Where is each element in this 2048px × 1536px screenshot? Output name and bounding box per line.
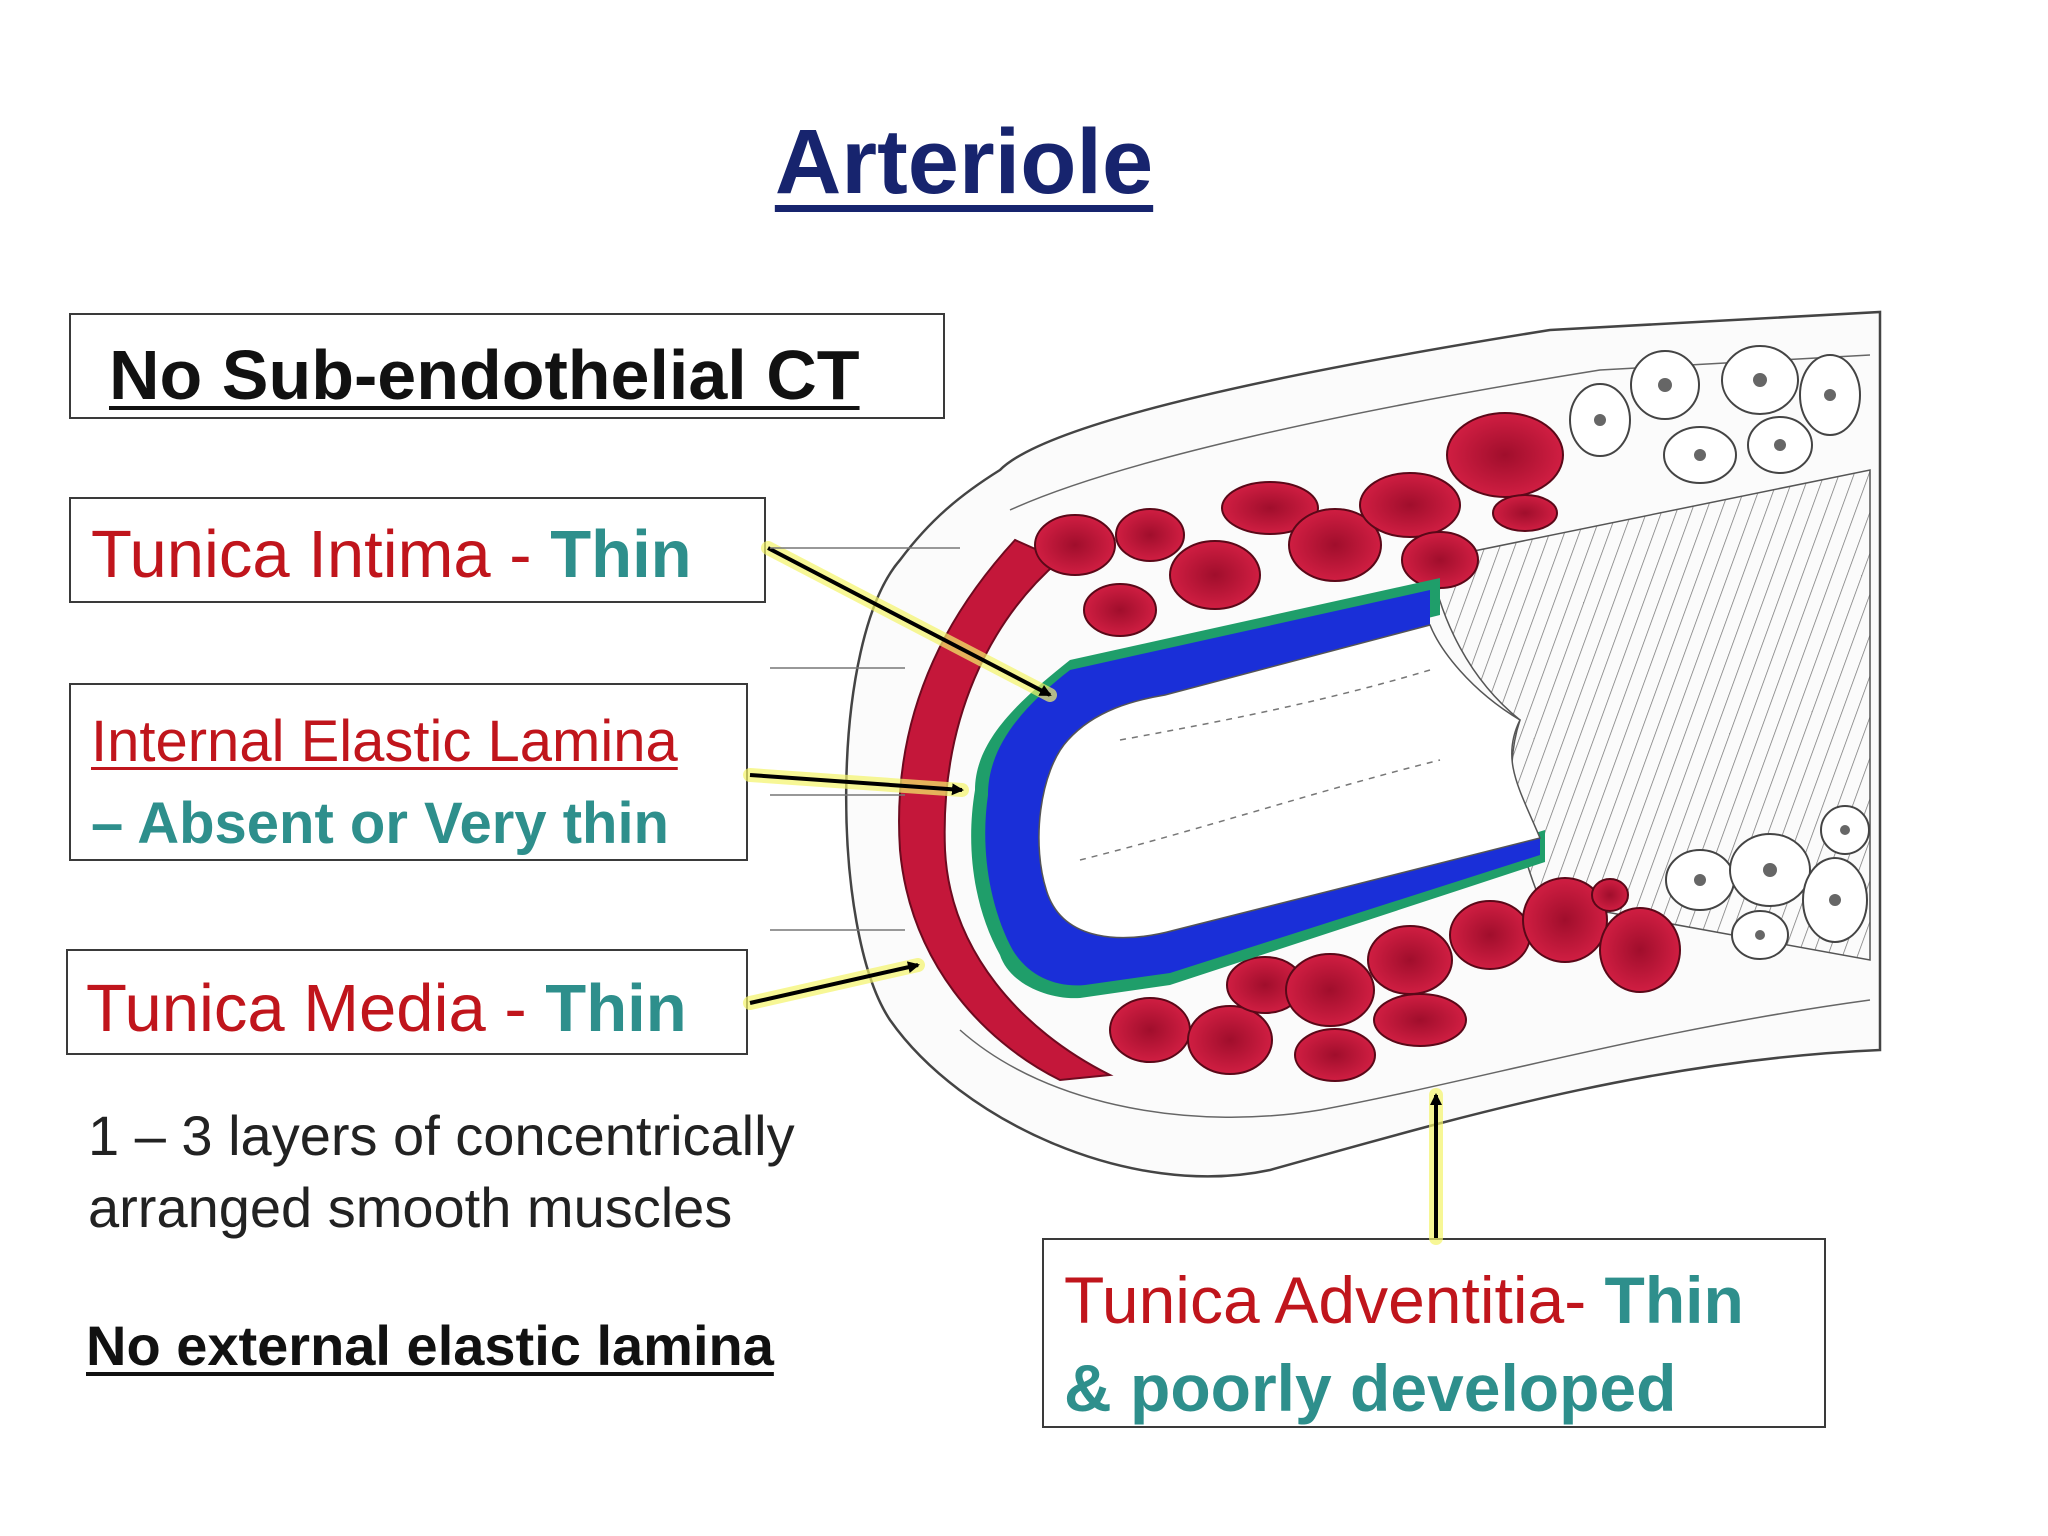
tunica-intima-quality: Thin — [550, 517, 692, 592]
muscle-cell — [1285, 953, 1375, 1027]
media-layers-note-line2: arranged smooth muscles — [88, 1176, 733, 1239]
muscle-cell — [1449, 900, 1531, 970]
muscle-cell — [1367, 925, 1453, 995]
muscle-cell — [1169, 540, 1261, 610]
page-title: Arteriole — [774, 111, 1154, 213]
tunica-adventitia-quality2: & poorly developed — [1064, 1351, 1677, 1425]
media-smooth-muscle-crescent — [898, 538, 1114, 1082]
media-layers-note: 1 – 3 layers of concentrically arranged … — [88, 1100, 795, 1244]
adventitia-inner-line — [1009, 354, 1871, 511]
tunica-intima-layer — [985, 590, 1540, 986]
media-layers-note-line1: 1 – 3 layers of concentrically — [88, 1104, 795, 1167]
tunica-adventitia-name: Tunica Adventitia- — [1064, 1263, 1605, 1337]
muscle-cell — [1591, 878, 1629, 912]
no-subendothelial-ct-box: No Sub-endothelial CT — [69, 313, 945, 419]
muscle-cell — [1187, 1005, 1273, 1075]
muscle-cell — [1294, 1028, 1376, 1082]
pointer-arrows — [743, 541, 1443, 1245]
internal-elastic-lamina-name: Internal Elastic Lamina — [91, 709, 678, 774]
tunica-media-quality: Thin — [545, 971, 687, 1046]
muscle-cell — [1288, 508, 1382, 582]
lumen-interior — [1038, 624, 1542, 939]
tunica-intima-name: Tunica Intima - — [91, 517, 551, 592]
muscle-cell — [1599, 907, 1681, 993]
cut-cell-nuclei — [1594, 373, 1850, 940]
adventitia-lower-line — [959, 999, 1871, 1118]
muscle-cell — [1083, 583, 1157, 637]
muscle-cell — [1359, 472, 1461, 538]
muscle-cell — [1492, 494, 1558, 532]
no-subendothelial-ct-label: No Sub-endothelial CT — [109, 336, 860, 414]
tunica-adventitia-quality: Thin — [1604, 1263, 1744, 1337]
tunica-media-box: Tunica Media - Thin — [66, 949, 748, 1055]
muscle-cell — [1522, 877, 1608, 963]
tunica-adventitia-box: Tunica Adventitia- Thin & poorly develop… — [1042, 1238, 1826, 1428]
intima-arrow — [767, 546, 1052, 697]
iel-arrow — [749, 773, 964, 796]
internal-elastic-lamina-quality: – Absent or Very thin — [91, 791, 669, 856]
media-arrow — [749, 961, 920, 1005]
tunica-intima-box: Tunica Intima - Thin — [69, 497, 766, 603]
internal-elastic-lamina-box: Internal Elastic Lamina – Absent or Very… — [69, 683, 748, 861]
muscle-cell — [1373, 993, 1467, 1047]
muscle-cell — [1446, 412, 1564, 498]
lumen-fold-line — [1119, 669, 1431, 741]
muscle-cell — [1115, 508, 1185, 562]
tunica-media-name: Tunica Media - — [86, 971, 546, 1046]
no-external-elastic-lamina-note: No external elastic lamina — [86, 1314, 774, 1377]
muscle-cell — [1109, 997, 1191, 1063]
muscle-cell — [1034, 514, 1116, 576]
lumen-fold-line — [1079, 759, 1441, 861]
muscle-cell — [1221, 481, 1319, 535]
